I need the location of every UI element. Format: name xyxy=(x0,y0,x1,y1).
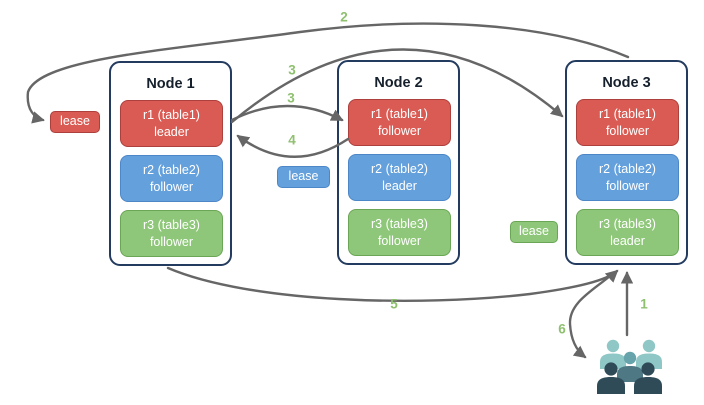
users-icon xyxy=(597,339,662,394)
arrow-step-6 xyxy=(568,274,612,359)
replica-role: leader xyxy=(154,124,189,139)
step-label-6: 6 xyxy=(558,321,566,337)
user-front-right xyxy=(634,362,662,394)
replica-role: follower xyxy=(377,123,422,138)
node-2-title: Node 2 xyxy=(374,75,423,91)
replica-role: follower xyxy=(149,234,194,249)
replica-role: follower xyxy=(605,178,650,193)
user-back-left xyxy=(600,339,626,369)
lease-label-table2: lease xyxy=(277,166,330,188)
replica-name: r2 (table2) xyxy=(371,162,428,177)
node-1-replica-r3: r3 (table3) follower xyxy=(120,210,223,257)
replica-name: r2 (table2) xyxy=(143,163,200,178)
replica-name: r2 (table2) xyxy=(599,162,656,177)
replica-role: leader xyxy=(610,233,645,248)
node-2-replica-r3: r3 (table3) follower xyxy=(348,209,451,256)
node-3-replica-r1: r1 (table1) follower xyxy=(576,99,679,146)
node-2: Node 2 r1 (table1) follower r2 (table2) … xyxy=(337,60,460,265)
step-label-3a: 3 xyxy=(288,62,296,78)
user-middle xyxy=(617,351,643,382)
node-1: Node 1 r1 (table1) leader r2 (table2) fo… xyxy=(109,61,232,266)
replica-role: follower xyxy=(149,179,194,194)
replica-role: leader xyxy=(382,178,417,193)
node-3-title: Node 3 xyxy=(602,75,651,91)
node-3-replica-r3: r3 (table3) leader xyxy=(576,209,679,256)
replica-name: r3 (table3) xyxy=(143,218,200,233)
replica-name: r3 (table3) xyxy=(599,217,656,232)
user-back-right xyxy=(636,339,662,369)
replica-name: r1 (table1) xyxy=(599,107,656,122)
node-2-replica-r1: r1 (table1) follower xyxy=(348,99,451,146)
node-1-title: Node 1 xyxy=(146,76,195,92)
step-label-2: 2 xyxy=(340,9,348,25)
replica-name: r3 (table3) xyxy=(371,217,428,232)
replica-role: follower xyxy=(605,123,650,138)
node-2-replica-r2: r2 (table2) leader xyxy=(348,154,451,201)
replica-role: follower xyxy=(377,233,422,248)
node-1-replica-r1: r1 (table1) leader xyxy=(120,100,223,147)
node-3: Node 3 r1 (table1) follower r2 (table2) … xyxy=(565,60,688,265)
replica-name: r1 (table1) xyxy=(143,108,200,123)
user-front-left xyxy=(597,362,625,394)
lease-label-table3: lease xyxy=(510,221,558,243)
step-label-3b: 3 xyxy=(287,90,295,106)
node-3-replica-r2: r2 (table2) follower xyxy=(576,154,679,201)
replica-name: r1 (table1) xyxy=(371,107,428,122)
step-label-4: 4 xyxy=(288,132,296,148)
node-1-replica-r2: r2 (table2) follower xyxy=(120,155,223,202)
step-label-1: 1 xyxy=(640,296,648,312)
lease-label-table1: lease xyxy=(50,111,100,133)
arrow-step-3-to-node2 xyxy=(230,104,344,122)
step-label-5: 5 xyxy=(390,296,398,312)
